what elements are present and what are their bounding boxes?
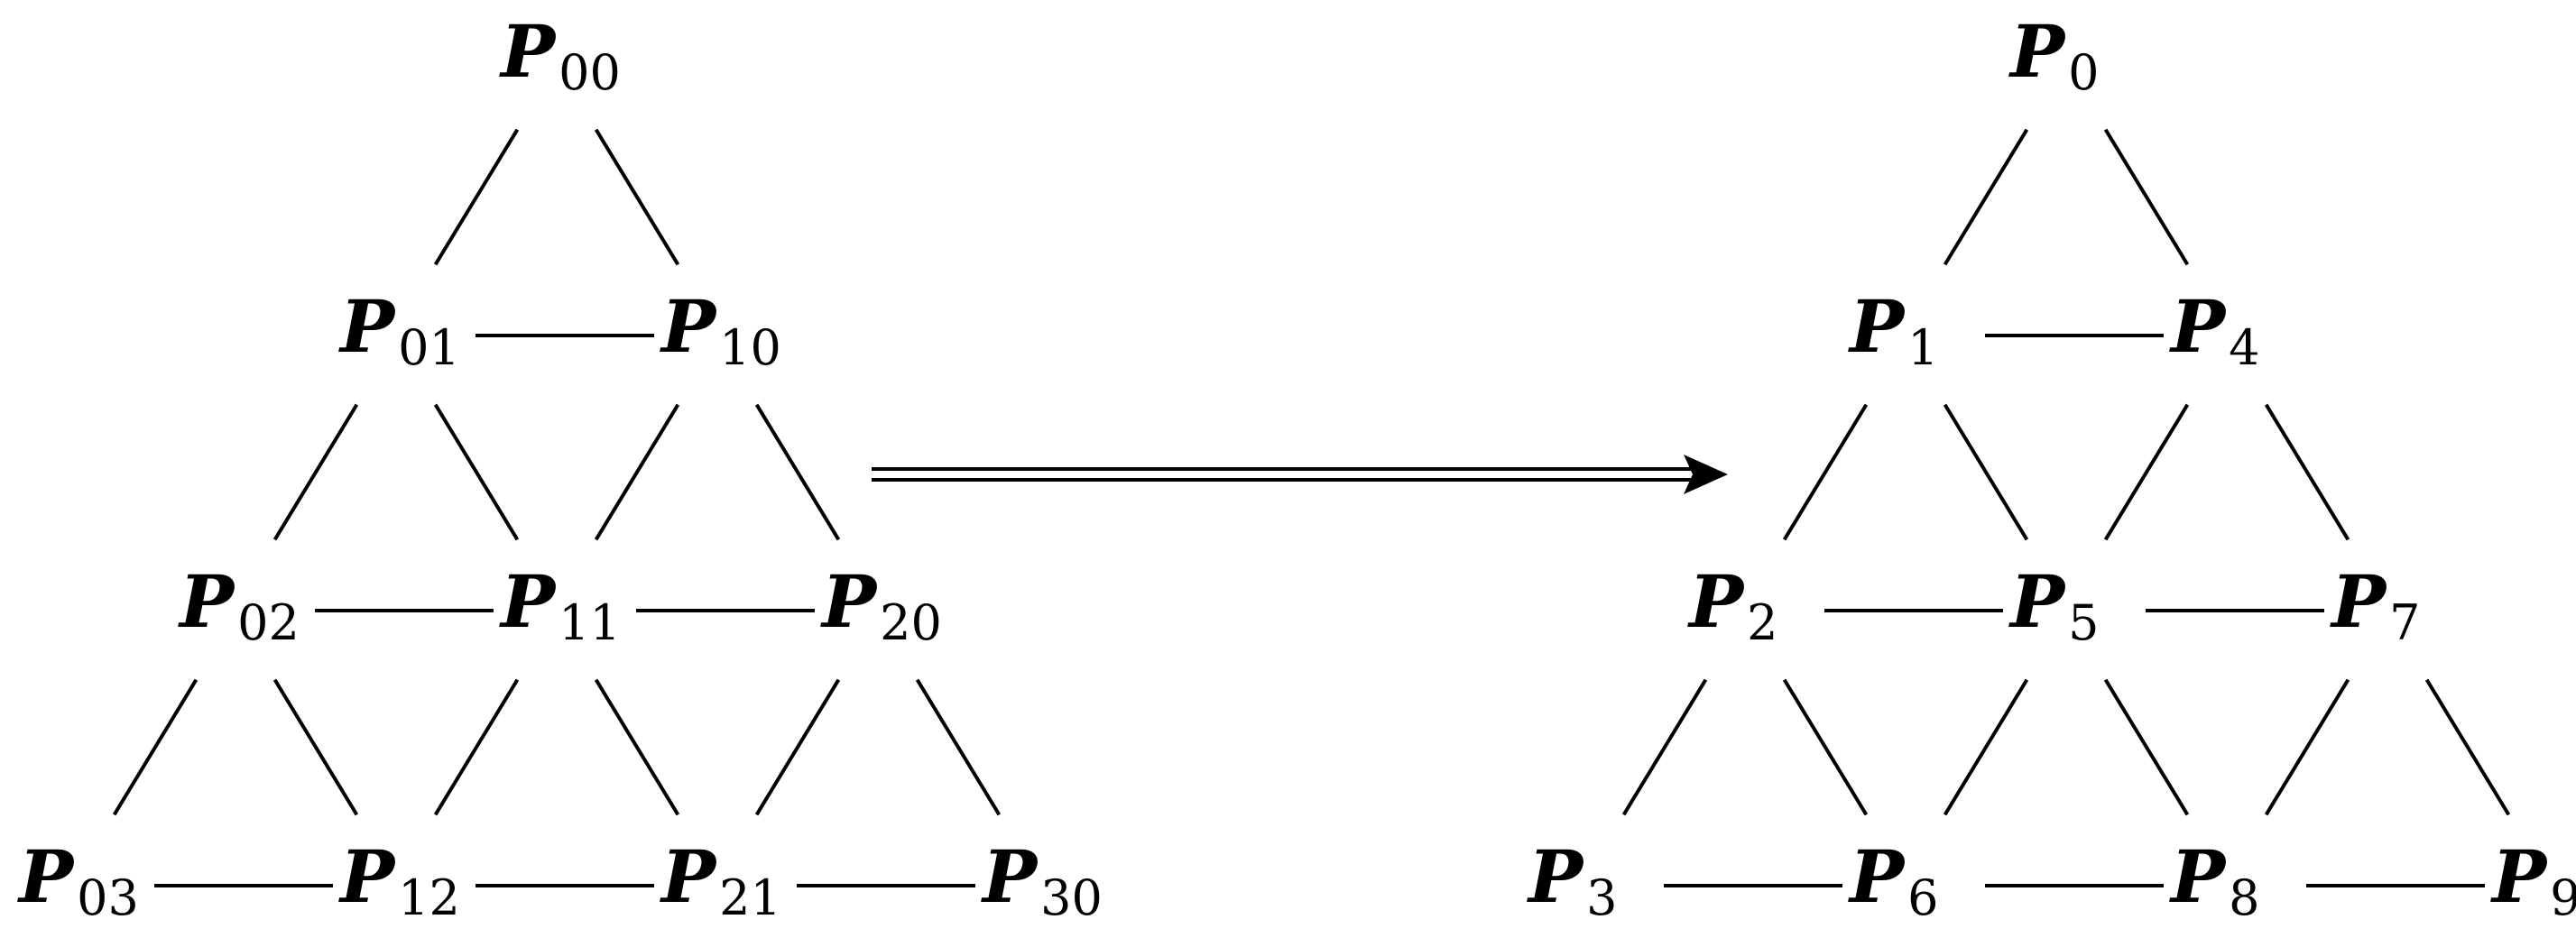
left-node-P01: P01 bbox=[338, 284, 460, 376]
left-edge-P01-P11 bbox=[433, 403, 520, 541]
node-subscript: 9 bbox=[2550, 869, 2576, 926]
right-edge-Q0-Q4 bbox=[2103, 128, 2190, 266]
node-letter: P bbox=[660, 284, 718, 369]
right-edge-Q1-Q2 bbox=[1782, 403, 1869, 541]
node-letter: P bbox=[2169, 284, 2228, 369]
node-letter: P bbox=[981, 834, 1039, 919]
node-letter: P bbox=[1687, 559, 1746, 644]
node-letter: P bbox=[2008, 559, 2067, 644]
node-subscript: 11 bbox=[559, 594, 621, 651]
node-subscript: 7 bbox=[2389, 594, 2420, 651]
left-node-P30: P30 bbox=[981, 834, 1103, 926]
node-letter: P bbox=[17, 834, 76, 919]
left-edge-P11-P21 bbox=[594, 678, 680, 816]
node-letter: P bbox=[338, 834, 397, 919]
left-node-P10: P10 bbox=[660, 284, 781, 376]
node-letter: P bbox=[178, 559, 236, 644]
right-node-Q6: P6 bbox=[1848, 834, 1939, 926]
node-letter: P bbox=[2169, 834, 2228, 919]
right-edge-Q4-Q7 bbox=[2264, 403, 2350, 541]
node-letter: P bbox=[2330, 559, 2388, 644]
left-node-P11: P11 bbox=[499, 559, 621, 651]
right-node-Q1: P1 bbox=[1848, 284, 1939, 376]
right-edge-Q7-Q8 bbox=[2264, 678, 2350, 816]
right-node-Q4: P4 bbox=[2169, 284, 2260, 376]
left-edge-P20-P21 bbox=[754, 678, 841, 816]
left-edge-P20-P30 bbox=[915, 678, 1002, 816]
node-subscript: 02 bbox=[237, 594, 300, 651]
arrow-head bbox=[1684, 455, 1728, 494]
node-subscript: 3 bbox=[1586, 869, 1617, 926]
right-node-Q3: P3 bbox=[1527, 834, 1618, 926]
right-node-Q5: P5 bbox=[2008, 559, 2100, 651]
double-arrow bbox=[872, 455, 1728, 494]
left-node-P20: P20 bbox=[820, 559, 942, 651]
left-node-P03: P03 bbox=[17, 834, 139, 926]
node-letter: P bbox=[1527, 834, 1585, 919]
right-edge-Q5-Q8 bbox=[2103, 678, 2190, 816]
right-triangle-edges bbox=[1621, 128, 2511, 887]
left-edge-P10-P11 bbox=[594, 403, 680, 541]
node-subscript: 2 bbox=[1747, 594, 1777, 651]
node-subscript: 12 bbox=[398, 869, 460, 926]
right-edge-Q5-Q6 bbox=[1943, 678, 2029, 816]
right-edge-Q4-Q5 bbox=[2103, 403, 2190, 541]
node-subscript: 01 bbox=[398, 319, 460, 376]
node-subscript: 8 bbox=[2229, 869, 2259, 926]
node-letter: P bbox=[499, 9, 558, 94]
right-edge-Q2-Q6 bbox=[1782, 678, 1869, 816]
left-node-P00: P00 bbox=[499, 9, 621, 101]
left-edge-P11-P12 bbox=[433, 678, 520, 816]
node-subscript: 20 bbox=[880, 594, 942, 651]
right-node-Q0: P0 bbox=[2008, 9, 2100, 101]
right-node-Q8: P8 bbox=[2169, 834, 2260, 926]
left-edge-P00-P01 bbox=[433, 128, 520, 266]
node-subscript: 30 bbox=[1040, 869, 1103, 926]
left-triangle-edges bbox=[112, 128, 1002, 887]
right-edge-Q7-Q9 bbox=[2424, 678, 2511, 816]
right-node-Q9: P9 bbox=[2490, 834, 2576, 926]
right-edge-Q1-Q5 bbox=[1943, 403, 2029, 541]
node-subscript: 00 bbox=[559, 44, 621, 101]
node-letter: P bbox=[1848, 284, 1907, 369]
left-node-P12: P12 bbox=[338, 834, 460, 926]
node-letter: P bbox=[1848, 834, 1907, 919]
right-edge-Q0-Q1 bbox=[1943, 128, 2029, 266]
node-subscript: 03 bbox=[77, 869, 139, 926]
node-letter: P bbox=[820, 559, 879, 644]
node-subscript: 4 bbox=[2229, 319, 2259, 376]
node-letter: P bbox=[2008, 9, 2067, 94]
right-node-Q7: P7 bbox=[2330, 559, 2421, 651]
node-letter: P bbox=[2490, 834, 2549, 919]
right-node-Q2: P2 bbox=[1687, 559, 1778, 651]
node-letter: P bbox=[499, 559, 558, 644]
left-node-P02: P02 bbox=[178, 559, 300, 651]
left-edge-P02-P03 bbox=[112, 678, 199, 816]
left-edge-P02-P12 bbox=[272, 678, 359, 816]
left-node-P21: P21 bbox=[660, 834, 781, 926]
right-edge-Q2-Q3 bbox=[1621, 678, 1708, 816]
node-subscript: 10 bbox=[719, 319, 781, 376]
node-letter: P bbox=[660, 834, 718, 919]
node-subscript: 1 bbox=[1907, 319, 1938, 376]
node-subscript: 5 bbox=[2068, 594, 2099, 651]
node-subscript: 6 bbox=[1907, 869, 1938, 926]
node-subscript: 0 bbox=[2068, 44, 2099, 101]
left-edge-P00-P10 bbox=[594, 128, 680, 266]
node-subscript: 21 bbox=[719, 869, 781, 926]
node-letter: P bbox=[338, 284, 397, 369]
left-edge-P01-P02 bbox=[272, 403, 359, 541]
left-edge-P10-P20 bbox=[754, 403, 841, 541]
